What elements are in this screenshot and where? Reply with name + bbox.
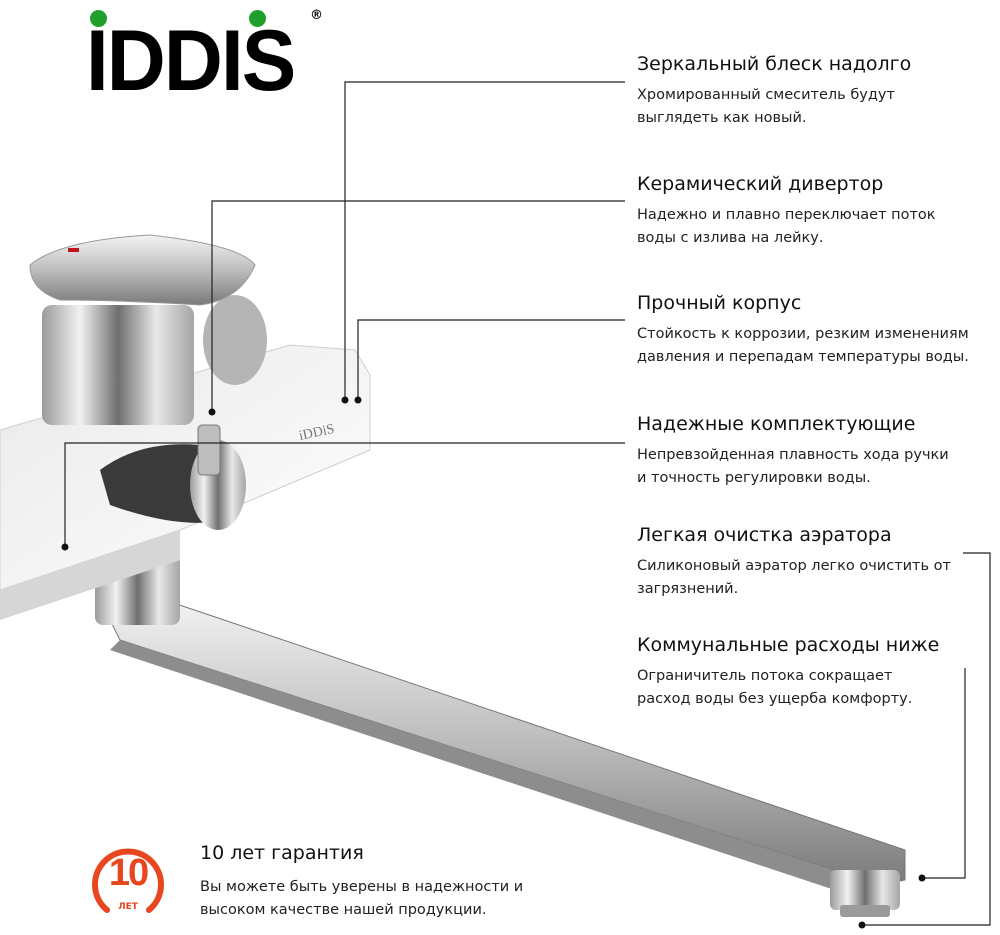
callout-dots [61, 396, 926, 929]
feature-lower-costs: Коммунальные расходы ниже Ограничитель п… [637, 633, 999, 711]
feature-title: Зеркальный блеск надолго [637, 53, 912, 75]
feature-ceramic-diverter: Керамический дивертор Надежно и плавно п… [637, 172, 999, 250]
warranty-text: Вы можете быть уверены в надежности и вы… [200, 879, 524, 918]
feature-text: Ограничитель потока сокращает расход вод… [637, 668, 913, 707]
feature-text: Хромированный смеситель будут выглядеть … [637, 87, 895, 126]
warranty-badge: 10 ЛЕТ [90, 838, 166, 918]
leader-lines [64, 81, 991, 926]
feature-title: Прочный корпус [637, 292, 802, 314]
brand-logo: IDDIS ® [86, 4, 326, 104]
feature-text: Силиконовый аэратор легко очистить от за… [637, 558, 951, 597]
feature-title: Керамический дивертор [637, 173, 884, 195]
feature-mirror-shine: Зеркальный блеск надолго Хромированный с… [637, 52, 999, 130]
warranty-ring-icon [92, 848, 164, 913]
feature-aerator-cleaning: Легкая очистка аэратора Силиконовый аэра… [637, 523, 999, 601]
registered-mark: ® [310, 8, 323, 23]
hot-indicator [68, 248, 79, 252]
warranty-years: 10 [108, 852, 149, 894]
mixer-handle [29, 234, 267, 425]
logo-dot [249, 10, 266, 27]
feature-title: Коммунальные расходы ниже [637, 634, 940, 656]
logo-dot [90, 10, 107, 27]
feature-text: Надежно и плавно переключает поток воды … [637, 207, 936, 246]
feature-durable-body: Прочный корпус Стойкость к коррозии, рез… [637, 291, 999, 369]
warranty-unit: ЛЕТ [118, 902, 138, 912]
feature-text: Непревзойденная плавность хода ручки и т… [637, 447, 949, 486]
feature-title: Надежные комплектующие [637, 413, 916, 435]
spout [95, 555, 906, 917]
warranty-title: 10 лет гарантия [200, 842, 364, 864]
diverter-knob [100, 424, 246, 530]
product-mark: iDDiS [298, 422, 336, 444]
logo-text: IDDIS [86, 13, 296, 109]
feature-title: Легкая очистка аэратора [637, 524, 892, 546]
feature-text: Стойкость к коррозии, резким изменениям … [637, 326, 969, 365]
feature-reliable-parts: Надежные комплектующие Непревзойденная п… [637, 412, 999, 490]
